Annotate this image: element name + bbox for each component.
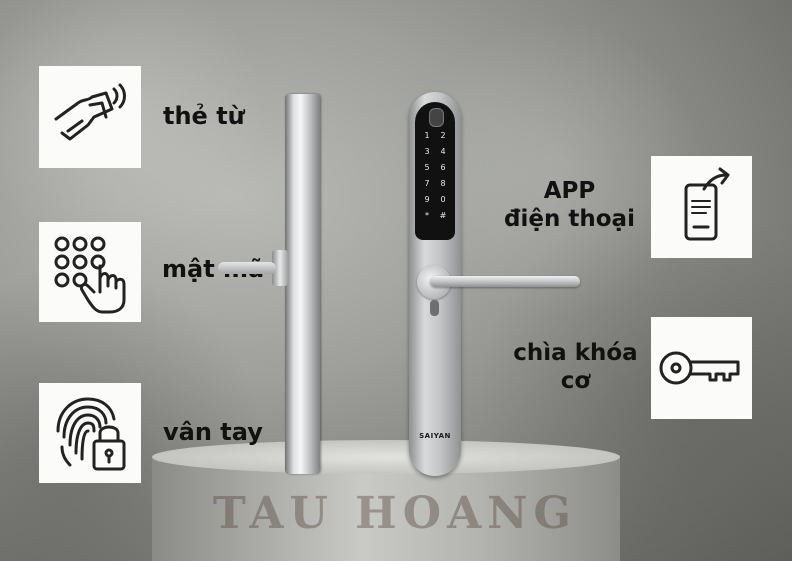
fingerprint-feature-card [39,383,141,483]
keypad-touch-icon [54,236,126,314]
keypad-key: 5 [424,163,429,172]
key-cylinder [430,300,439,316]
keypad-key: # [440,211,447,220]
app-feature-label: APP điện thoại [492,177,647,233]
keypad-key: 0 [440,195,445,204]
key-label-line2: cơ [560,368,591,394]
lock-side-profile [285,94,320,474]
key-feature-label: chìa khóa cơ [498,339,653,395]
keypad-key: 6 [440,163,445,172]
key-label-line1: chìa khóa [513,340,638,366]
keypad-key: 3 [424,147,429,156]
keypad-key: 1 [424,131,429,140]
phone-share-icon [684,167,729,241]
keypad-key: 9 [424,195,429,204]
keypad-key: * [425,211,429,220]
hand-card-icon [54,83,126,141]
app-feature-card [651,156,752,258]
lock-side-handle [218,250,288,286]
card-feature-label: thẻ từ [163,102,245,130]
keypad-key: 8 [440,179,445,188]
app-label-line2: điện thoại [504,206,635,232]
lock-brand: SAIYAN [419,432,451,440]
keypad-key: 4 [440,147,445,156]
app-label-line1: APP [543,178,596,204]
key-icon [659,351,739,385]
fingerprint-sensor [429,108,444,127]
keypad-key: 7 [424,179,429,188]
password-feature-card [39,222,141,322]
pedestal-top [152,440,620,474]
lock-handle-lever [430,276,580,287]
key-feature-card [651,317,752,419]
fingerprint-feature-label: vân tay [163,418,263,446]
fingerprint-lock-icon [56,397,126,471]
keypad-key: 2 [440,131,445,140]
card-feature-card [39,66,141,168]
lock-keypad: 1 2 3 4 5 6 7 8 9 0 * # [424,131,447,220]
watermark-text: TAU HOANG [213,488,577,539]
